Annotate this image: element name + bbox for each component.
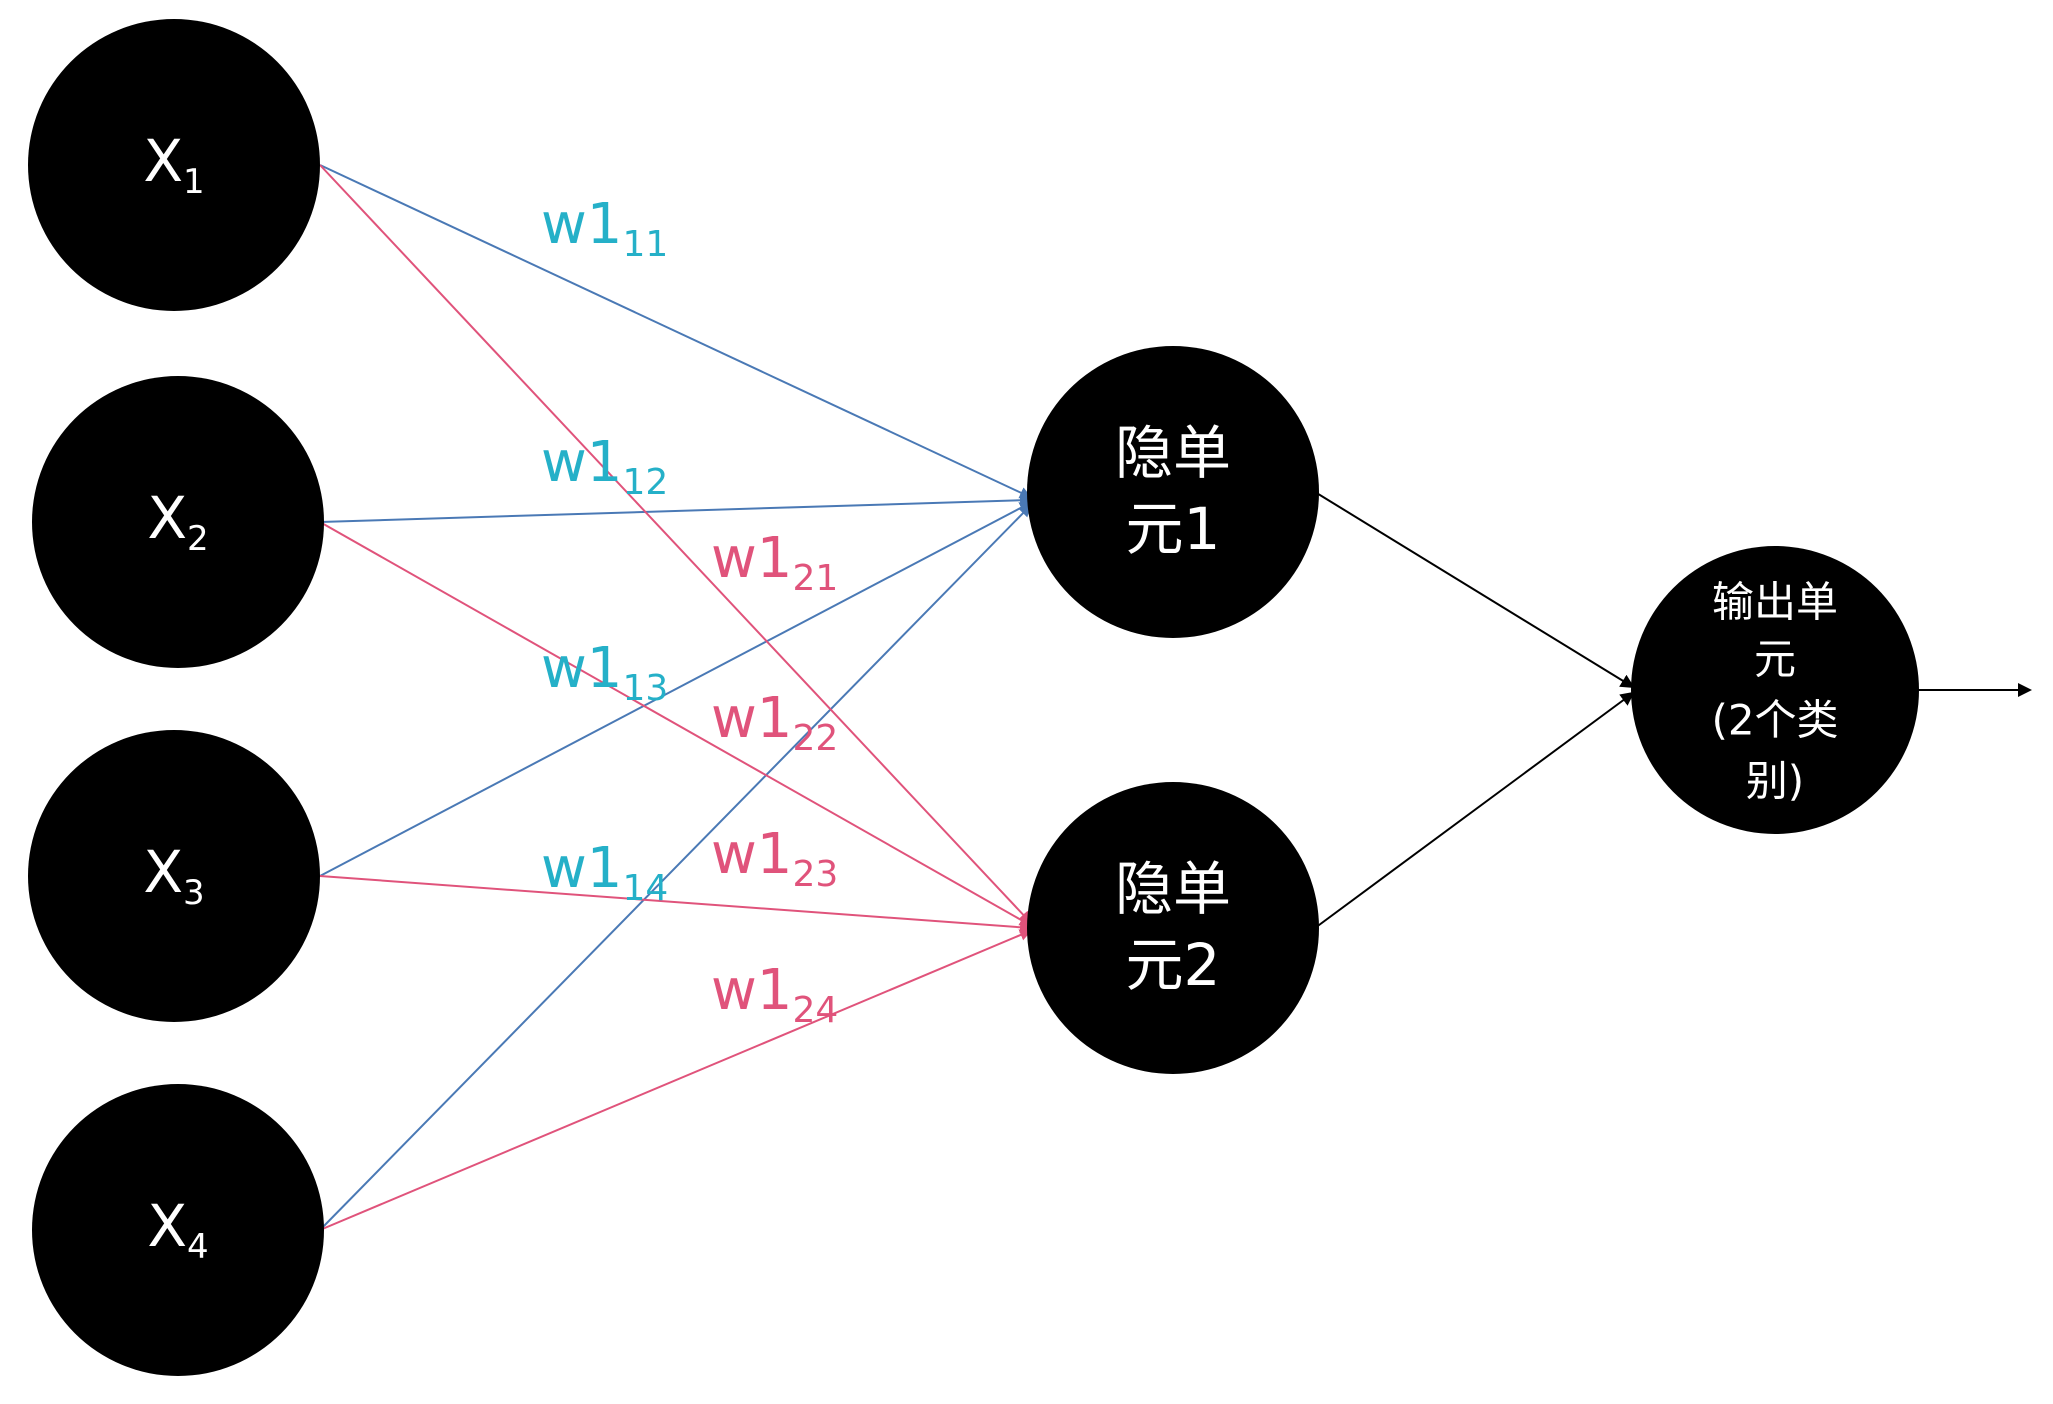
edge-x2-hidden1 (319, 494, 1032, 523)
hidden-node-2-line-2: 元2 (1126, 931, 1221, 999)
edge-x2-hidden2 (319, 521, 1032, 926)
input-node-x2-label: X (147, 484, 187, 552)
input-node-x2: X2 (32, 376, 324, 668)
output-node-line-1: 输出单 (1712, 578, 1838, 627)
hidden-node-1-line-1: 隐单 (1115, 419, 1231, 487)
weight-labels-hidden-1: w111 w112 w113 w114 (541, 192, 668, 909)
weight-label-w1-23: w123 (711, 822, 838, 895)
edges-to-hidden-2 (319, 164, 1032, 1231)
input-node-x3-subscript: 3 (183, 873, 205, 913)
input-node-x1-subscript: 1 (183, 162, 205, 202)
output-node-line-4: 别) (1746, 757, 1804, 806)
svg-text:X3: X3 (143, 838, 204, 912)
weight-label-w1-22: w122 (711, 686, 838, 759)
input-node-x3-label: X (143, 838, 183, 906)
input-node-x3: X3 (28, 730, 320, 1022)
weight-label-w1-13: w113 (541, 636, 668, 709)
weight-label-w1-21: w121 (711, 526, 838, 599)
weight-label-w1-11: w111 (541, 192, 668, 265)
input-nodes: X1 X2 X3 X4 (28, 19, 324, 1376)
edge-x1-hidden1 (319, 164, 1032, 499)
hidden-node-1: 隐单 元1 (1027, 346, 1319, 638)
output-node-line-2: 元 (1754, 635, 1796, 684)
weight-label-w1-12: w112 (541, 430, 668, 503)
output-node-line-3: (2个类 (1711, 696, 1838, 745)
input-node-x4-label: X (147, 1192, 187, 1260)
input-node-x2-subscript: 2 (187, 519, 209, 559)
edges-to-hidden-1 (319, 164, 1032, 1231)
hidden-nodes: 隐单 元1 隐单 元2 (1027, 346, 1319, 1074)
weight-label-w1-14: w114 (541, 836, 668, 909)
edge-x1-hidden2 (319, 164, 1032, 924)
edges-to-output (1314, 491, 2032, 929)
edge-hidden1-output (1314, 491, 1635, 689)
output-node: 输出单 元 (2个类 别) (1631, 546, 1919, 834)
input-node-x1-label: X (143, 127, 183, 195)
hidden-node-2-line-1: 隐单 (1115, 855, 1231, 923)
hidden-node-2: 隐单 元2 (1027, 782, 1319, 1074)
input-node-x4: X4 (32, 1084, 324, 1376)
edge-x3-hidden2 (319, 875, 1032, 934)
svg-text:X4: X4 (147, 1192, 208, 1266)
input-node-x1: X1 (28, 19, 320, 311)
edge-x3-hidden1 (319, 502, 1032, 877)
weight-label-w1-24: w124 (711, 958, 838, 1031)
edge-x4-hidden1 (319, 504, 1032, 1231)
edge-hidden2-output (1314, 691, 1635, 929)
edge-x4-hidden2 (319, 929, 1032, 1231)
svg-text:X2: X2 (147, 484, 208, 558)
svg-text:X1: X1 (143, 127, 204, 201)
weight-labels-hidden-2: w121 w122 w123 w124 (711, 526, 838, 1031)
input-node-x4-subscript: 4 (187, 1227, 209, 1267)
hidden-node-1-line-2: 元1 (1126, 495, 1221, 563)
